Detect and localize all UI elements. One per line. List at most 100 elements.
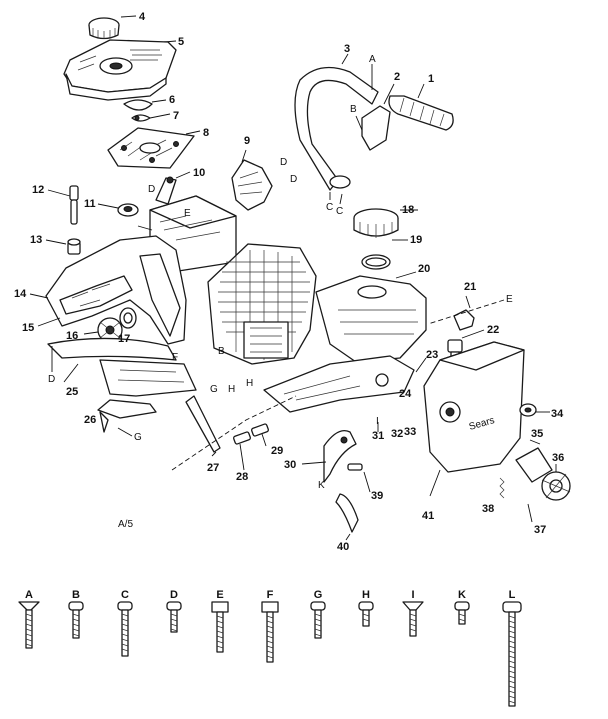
callout-34: 34 [551,408,564,420]
ref-letter-k: K [318,480,325,491]
part-9-bracket [231,159,273,211]
callout-30: 30 [284,459,296,471]
callout-5: 5 [178,36,184,48]
ref-letter-d-2: D [290,174,297,185]
part-4-knob [88,17,120,40]
ref-letter-b: B [350,104,357,115]
callout-6: 6 [169,94,175,106]
callout-24: 24 [399,388,412,400]
fastener-d-label: D [170,589,178,601]
fastener-k-label: K [458,589,466,601]
part-34-nut [519,403,537,417]
part-36-gear [541,471,571,501]
figure-id: A/5 [118,519,133,530]
fastener-a: A [18,589,40,649]
fastener-d: D [166,589,182,633]
part-39-spring [347,463,363,471]
fastener-i-label: I [411,589,414,601]
callout-35: 35 [531,428,543,440]
part-10-lever [155,176,177,205]
fastener-g-label: G [314,589,323,601]
ref-letter-e-2: E [506,294,513,305]
fastener-g: G [310,589,326,639]
ref-letter-c-2: C [336,206,343,217]
ref-letter-f-1: F [172,352,178,363]
part-25-handle [47,337,197,397]
part-1-grip [388,95,454,131]
part-21-cap [453,309,475,331]
part-20-fuel-tank [315,275,427,363]
callout-31: 31 [372,430,384,442]
part-17-washer [119,307,137,329]
fastener-c-label: C [121,589,129,601]
callout-37: 37 [534,524,546,536]
callout-15: 15 [22,322,34,334]
reference-letters: A B C C D D D D E E F B G G H H I K [48,54,513,491]
fastener-f: F [261,589,279,663]
callout-1: 1 [428,73,434,85]
part-38-spring [499,477,505,499]
ref-letter-c: C [326,202,333,213]
part-3-front-handle [294,66,379,191]
callout-25: 25 [66,386,78,398]
ref-letter-g-1: G [210,384,218,395]
callout-26: 26 [84,414,96,426]
part-8-filter [107,127,195,169]
fastener-k: K [454,589,470,625]
callout-10: 10 [193,167,205,179]
fastener-i: I [402,589,424,637]
rear-handle-chassis [45,235,187,345]
callout-9: 9 [244,135,250,147]
part-12-pin [69,185,79,225]
part-7-clip [131,114,151,122]
part-26-plate [97,399,157,433]
part-11-grommet [117,203,139,217]
fuel-tank-base [263,355,415,413]
part-18-fuel-cap [353,208,399,238]
callout-29: 29 [271,445,283,457]
callout-17: 17 [118,333,130,345]
fastener-b-label: B [72,589,80,601]
callout-8: 8 [203,127,209,139]
part-41-muffler: Sears [423,341,525,473]
callout-22: 22 [487,324,499,336]
callout-23: 23 [426,349,438,361]
ref-letter-a: A [369,54,376,65]
part-29-bolt [251,423,269,437]
part-5-cover [63,39,177,101]
part-28-bolt [233,431,251,445]
fastener-a-label: A [25,589,33,601]
callout-4: 4 [139,11,146,23]
part-27-rod [185,395,221,453]
callout-38: 38 [482,503,494,515]
fastener-h: H [358,589,374,627]
ref-letter-d-1: D [280,157,287,168]
part-2-bracket [361,105,391,151]
callout-33: 33 [404,426,416,438]
callout-21: 21 [464,281,476,293]
part-19-seal [361,254,391,270]
callout-41: 41 [422,510,434,522]
callout-2: 2 [394,71,400,83]
ref-letter-d-4: D [48,374,55,385]
callout-32: 32 [391,428,403,440]
part-40-trigger [335,493,359,533]
callout-20: 20 [418,263,430,275]
ref-letter-b-2: B [218,346,225,357]
fastener-e-label: E [216,589,223,601]
callout-19: 19 [410,234,422,246]
callout-12: 12 [32,184,44,196]
callout-36: 36 [552,452,564,464]
fastener-h-label: H [362,589,370,601]
ref-letter-g-2: G [134,432,142,443]
callout-40: 40 [337,541,349,553]
callout-14: 14 [14,288,27,300]
ref-letter-e-1: E [184,208,191,219]
part-30-trigger [323,429,357,483]
fastener-c: C [117,589,133,657]
callout-39: 39 [371,490,383,502]
callout-13: 13 [30,234,42,246]
callout-16: 16 [66,330,78,342]
fastener-f-label: F [267,589,274,601]
